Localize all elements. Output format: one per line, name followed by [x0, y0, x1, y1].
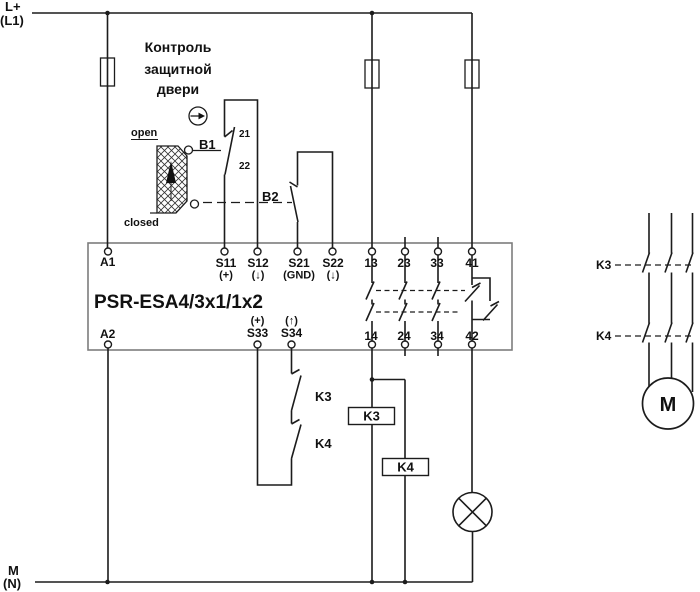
wire-b2-branch	[289, 151, 334, 249]
motor-label: M	[660, 394, 677, 416]
wiring	[32, 12, 694, 583]
junction-dot	[105, 579, 110, 585]
terminal-sub-s33: (+)	[251, 315, 265, 327]
relay-terminals	[103, 247, 477, 349]
lamp-cross	[458, 497, 487, 527]
terminal-label-23: 23	[397, 256, 411, 270]
heading-line-2: защитной	[144, 61, 211, 77]
actuation-direction-icon	[188, 106, 208, 126]
k4-coil-box	[381, 457, 430, 477]
fuse-icon	[99, 57, 116, 87]
terminal-23	[400, 247, 410, 256]
terminal-33	[433, 247, 443, 256]
wire-coil-branch	[371, 348, 406, 582]
wire-lamp-branch	[471, 348, 474, 582]
contact-41-42-nc	[464, 255, 500, 341]
terminal-label-13: 13	[364, 256, 378, 270]
wire-feedback-loop	[256, 348, 302, 486]
terminal-sub-s11: (+)	[219, 270, 233, 282]
terminal-label-s21: S21	[288, 256, 310, 270]
contact-21-label: 21	[239, 129, 251, 140]
coil-k4-label: K4	[397, 460, 414, 475]
terminal-s11	[220, 247, 229, 256]
fuses	[99, 57, 480, 89]
terminal-label-s12: S12	[247, 256, 269, 270]
motor-circle	[641, 377, 695, 430]
terminal-label-41: 41	[465, 256, 479, 270]
junction-dot	[369, 579, 375, 585]
relay-model-label: PSR-ESA4/3x1/1x2	[94, 292, 263, 313]
terminal-a1	[103, 247, 113, 256]
terminal-label-s22: S22	[322, 256, 344, 270]
junction-dot	[402, 579, 408, 585]
heading-line-1: Контроль	[145, 39, 212, 55]
terminal-sub-s34: (↑)	[285, 315, 298, 327]
relay-internal-contacts	[365, 255, 500, 341]
terminal-label-34: 34	[430, 329, 444, 343]
wire-phase-3	[685, 213, 694, 392]
terminal-s12	[253, 247, 262, 256]
terminal-42	[467, 340, 477, 349]
terminal-label-14: 14	[364, 329, 378, 343]
junction-dot	[105, 10, 110, 16]
feedback-k3-label: K3	[315, 389, 332, 404]
door-closed-label: closed	[124, 217, 159, 229]
wire-top-rail	[32, 12, 473, 248]
terminal-s33	[253, 340, 262, 349]
terminal-s21	[293, 247, 302, 256]
sensor-b1-label: B1	[199, 137, 216, 152]
terminal-label-24: 24	[397, 329, 411, 343]
terminal-label-s33: S33	[247, 326, 269, 340]
terminal-41	[467, 247, 477, 256]
fuse-icon	[364, 59, 380, 89]
motor-icon: M	[641, 377, 695, 430]
junction-dot	[369, 377, 375, 382]
wire-b1-branch	[223, 99, 259, 249]
contactor-k4-label: K4	[596, 329, 612, 343]
door-pivot-top	[183, 145, 194, 155]
terminal-a2	[103, 340, 113, 349]
terminal-label-33: 33	[430, 256, 444, 270]
door-arrow-icon	[166, 161, 176, 183]
supply-top-label-1: L+	[5, 0, 21, 14]
contact-22-label: 22	[239, 161, 251, 172]
contactor-k3-label: K3	[596, 258, 612, 272]
fuse-icon	[464, 59, 480, 89]
terminal-sub-s12: (↓)	[252, 270, 265, 282]
terminal-s34	[287, 340, 296, 349]
sensor-b2-label: B2	[262, 189, 279, 204]
terminal-s22	[328, 247, 337, 256]
terminal-label-s34: S34	[281, 326, 303, 340]
feedback-k4-label: K4	[315, 436, 332, 451]
terminal-13	[367, 247, 377, 256]
heading-line-3: двери	[157, 81, 199, 97]
wire-terminal-stubs	[404, 237, 439, 356]
actuation-arrow-head	[198, 112, 205, 120]
terminal-sub-s21: (GND)	[283, 270, 315, 282]
terminal-label-42: 42	[465, 329, 479, 343]
supply-top-label-2: (L1)	[0, 13, 24, 28]
terminal-sub-s22: (↓)	[327, 270, 340, 282]
contact-13-14	[365, 255, 375, 341]
terminal-24	[400, 340, 410, 349]
wire-phase-1	[641, 213, 651, 390]
door-symbol	[131, 138, 200, 214]
junction-dot	[369, 10, 375, 16]
door-open-label: open	[131, 127, 158, 139]
door-pivot-bottom	[189, 199, 200, 209]
terminal-label-s11: S11	[216, 256, 237, 270]
supply-bottom-label-1: M	[8, 563, 19, 578]
relay-block-outline	[87, 242, 513, 351]
supply-bottom-label-2: (N)	[3, 576, 21, 591]
coil-k3-label: K3	[363, 409, 380, 424]
k3-coil-box	[347, 406, 396, 426]
terminal-label-a1: A1	[100, 255, 116, 269]
lamp-icon	[452, 491, 493, 533]
terminal-34	[433, 340, 443, 349]
wire-phase-2	[664, 213, 673, 382]
terminal-label-a2: A2	[100, 327, 116, 341]
terminal-14	[367, 340, 377, 349]
junction-dots	[105, 10, 408, 585]
